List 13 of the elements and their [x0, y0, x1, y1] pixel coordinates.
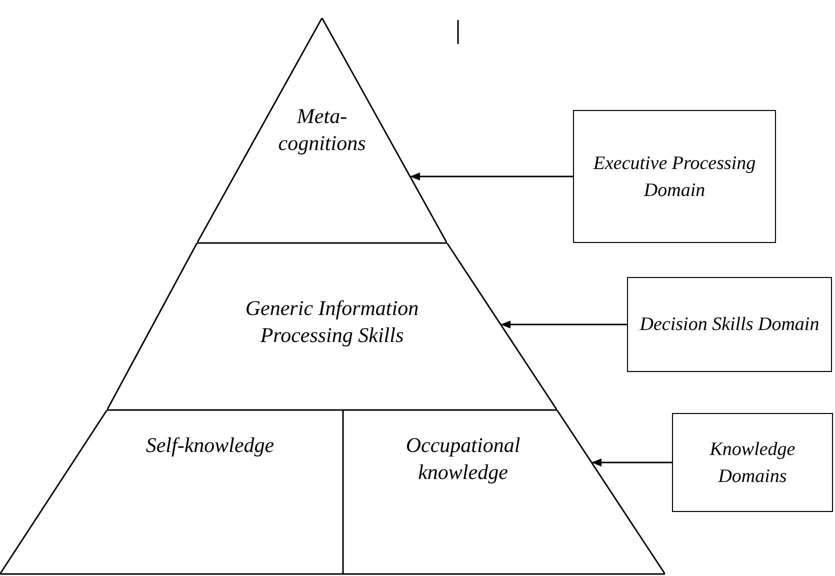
arrow	[410, 172, 573, 180]
section-label: Generic Information Processing Skills	[244, 295, 420, 349]
section-label: Meta-cognitions	[277, 103, 367, 157]
arrow	[592, 458, 672, 466]
arrow	[500, 320, 627, 328]
box-label: Executive Processing Domain	[592, 152, 757, 202]
box-label: Knowledge Domains	[708, 438, 796, 488]
section-label: Self-knowledge	[144, 432, 276, 459]
label-box	[672, 413, 833, 512]
label-box	[627, 277, 832, 372]
section-label: Occupational knowledge	[404, 432, 522, 486]
label-box	[573, 110, 776, 243]
box-label: Decision Skills Domain	[640, 313, 820, 337]
